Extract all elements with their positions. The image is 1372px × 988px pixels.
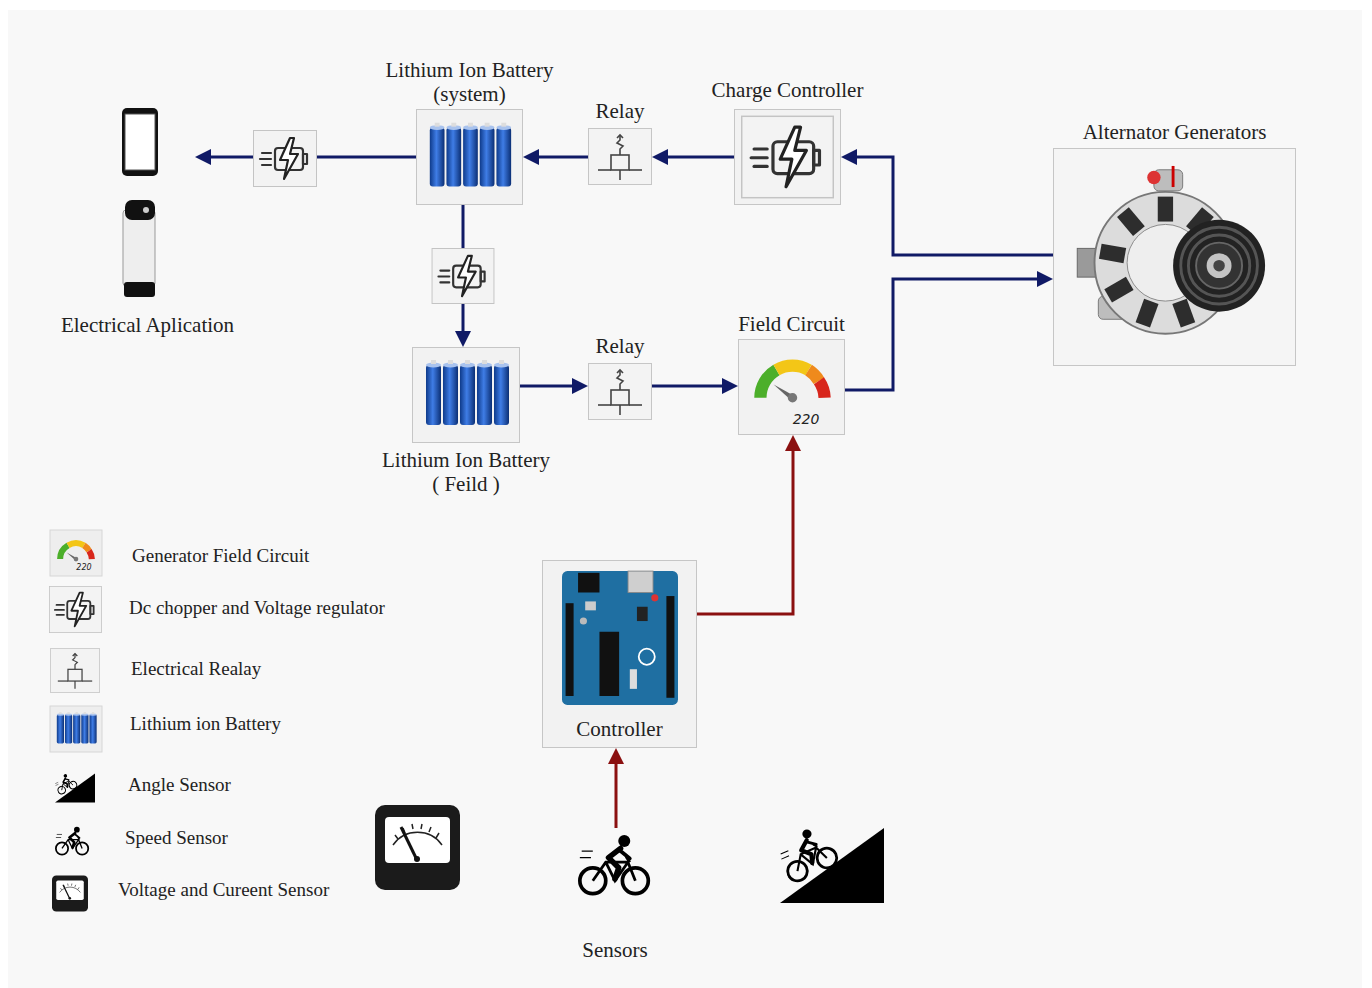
- legend-relay-icon: [50, 649, 99, 693]
- connector: [697, 448, 793, 614]
- node-box: Field Circuit: [738, 339, 845, 435]
- legend-speed-icon: [56, 827, 88, 855]
- legend-text: Voltage and Cureent Sensor: [118, 879, 329, 902]
- alternator-picture: [1077, 166, 1265, 334]
- arrowhead: [785, 435, 801, 451]
- box-ground: [738, 339, 845, 435]
- legend-text: Dc chopper and Voltage regulator: [129, 597, 385, 620]
- node-box: Lithium Ion Battery (system): [416, 109, 523, 205]
- arrowhead: [523, 149, 539, 165]
- arrowhead: [1037, 271, 1053, 287]
- box-ground: [734, 109, 841, 205]
- relay-icon: [589, 364, 652, 420]
- legend-text: Lithium ion Battery: [130, 713, 281, 736]
- box-ground: [412, 347, 520, 443]
- battery-icon: [430, 123, 511, 187]
- legend-icon-ground: [50, 530, 102, 576]
- chopper-icon: [742, 116, 834, 197]
- node-label: Relay: [596, 334, 645, 358]
- legend-text: Electrical Realay: [131, 658, 261, 681]
- legend-text: Angle Sensor: [128, 774, 231, 797]
- battery-pack-bottom: [124, 282, 155, 297]
- gauge-value: 220: [793, 411, 820, 427]
- connector: [536, 156, 588, 159]
- application-icons: [122, 108, 158, 297]
- battery-icon: [426, 360, 509, 425]
- node-label: Controller: [576, 717, 662, 741]
- legend-icon-ground: [50, 706, 102, 752]
- legend-chopper-icon: [50, 586, 102, 632]
- legend-meter-icon: [52, 876, 88, 912]
- arrowhead: [572, 378, 588, 394]
- legend-text: Speed Sensor: [125, 827, 228, 850]
- node-label: Charge Controller: [712, 78, 864, 102]
- chopper-icon: [432, 248, 494, 303]
- gauge-icon: [760, 366, 824, 403]
- gauge-value: 220: [76, 563, 91, 572]
- legend-text: Generator Field Circuit: [132, 545, 309, 568]
- node-label: Alternator Generators: [1083, 120, 1267, 144]
- chopper-icon: [254, 131, 317, 187]
- arrowhead: [455, 331, 471, 347]
- node-label: Field Circuit: [738, 312, 845, 336]
- arrowhead: [841, 149, 857, 165]
- node-box: Lithium Ion Battery ( Feild ): [412, 347, 520, 443]
- node-box: Relay: [588, 363, 652, 420]
- angle-sensor: [774, 822, 884, 903]
- connector: [520, 385, 575, 388]
- speed-sensor: [580, 835, 648, 894]
- arrowhead: [195, 149, 211, 165]
- node-box: Electrical Aplication: [100, 102, 195, 300]
- connector: [652, 385, 725, 388]
- battery-pack-icon: [123, 210, 155, 286]
- arduino-board: [562, 571, 678, 705]
- node-box: Alternator Generators: [1053, 148, 1296, 366]
- battery-pack-top: [125, 200, 155, 220]
- node-box: Controller: [542, 560, 697, 748]
- phone-screen: [125, 114, 155, 170]
- node-label: Electrical Aplication: [61, 313, 234, 337]
- box-ground: [416, 109, 523, 205]
- voltage-current-sensor: [375, 805, 460, 890]
- battery-pack-key: [143, 207, 149, 213]
- box-ground: [1053, 148, 1296, 366]
- connector: [854, 157, 1053, 255]
- node-box: Charge Controller: [734, 109, 841, 205]
- node-label: Lithium Ion Battery ( Feild ): [378, 448, 554, 496]
- connector: [665, 156, 734, 159]
- legend-battery-icon: [57, 712, 97, 743]
- box-ground: [542, 560, 697, 748]
- legend-gauge-icon: [60, 543, 92, 561]
- connector: [845, 279, 1040, 390]
- connector: [615, 761, 618, 828]
- node-label: Sensors: [582, 938, 647, 962]
- node-box: Relay: [588, 128, 652, 185]
- arrowhead: [608, 748, 624, 764]
- relay-icon: [589, 129, 652, 185]
- node-label: Lithium Ion Battery (system): [382, 58, 558, 106]
- arrowhead: [722, 378, 738, 394]
- node-box: Sensors: [575, 828, 655, 900]
- node-label: Relay: [596, 99, 645, 123]
- legend-angle-icon: [53, 771, 95, 802]
- arrowhead: [652, 149, 668, 165]
- phone-icon: [122, 108, 158, 176]
